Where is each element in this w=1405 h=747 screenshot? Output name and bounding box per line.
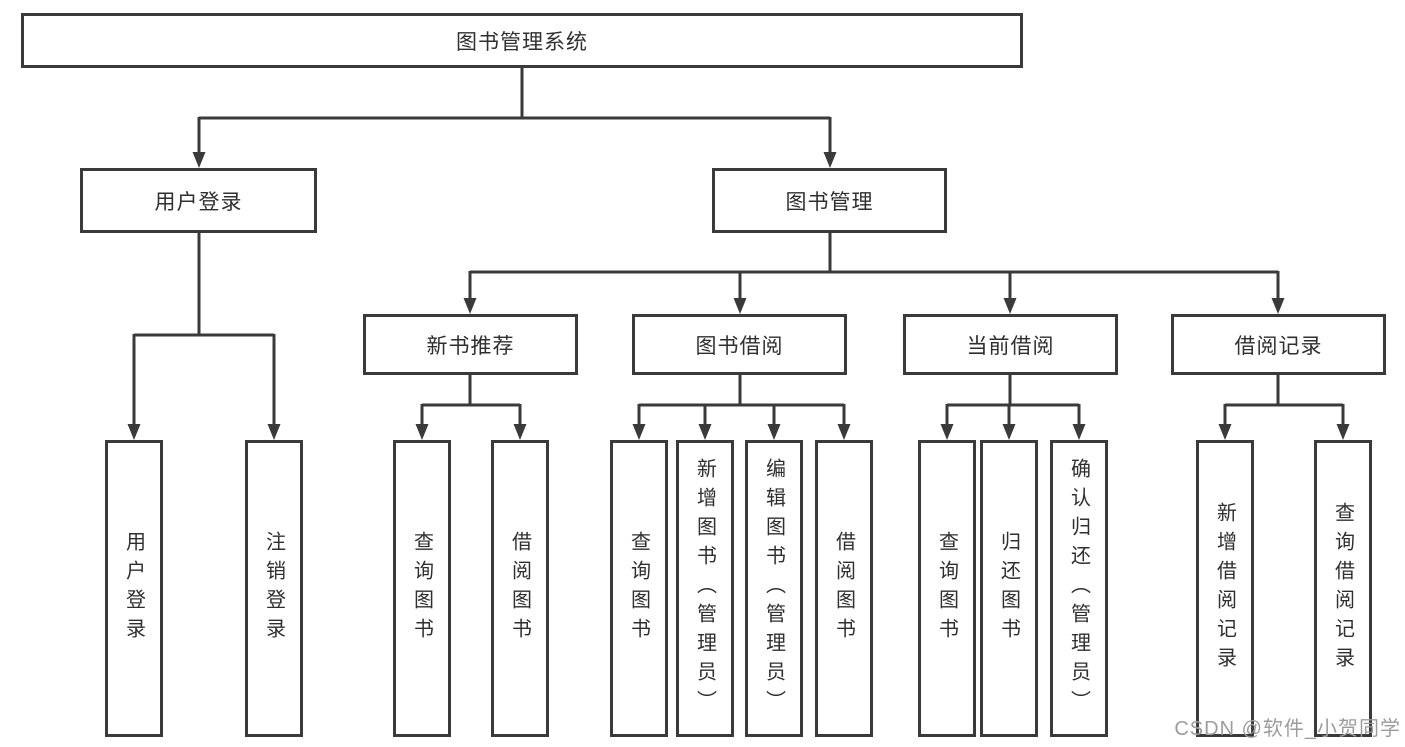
leaf-borrow-query-book: 查询图书 — [610, 440, 668, 737]
leaf-recommend-borrow-book: 借阅图书 — [491, 440, 549, 737]
leaf-confirm-return-admin: 确认归还（管理员） — [1050, 440, 1108, 737]
leaf-logout: 注销登录 — [245, 440, 303, 737]
leaf-add-borrow-record: 新增借阅记录 — [1196, 440, 1254, 737]
node-borrowing-records: 借阅记录 — [1171, 314, 1386, 375]
leaf-current-query-book: 查询图书 — [918, 440, 976, 737]
leaf-return-book: 归还图书 — [980, 440, 1038, 737]
node-user-login: 用户登录 — [80, 168, 317, 233]
node-book-borrowing: 图书借阅 — [632, 314, 847, 375]
node-new-book-recommend: 新书推荐 — [363, 314, 578, 375]
node-root: 图书管理系统 — [21, 13, 1023, 68]
node-book-management: 图书管理 — [712, 168, 947, 233]
leaf-recommend-query-book: 查询图书 — [393, 440, 451, 737]
leaf-edit-book-admin: 编辑图书（管理员） — [745, 440, 803, 737]
csdn-watermark: CSDN @软件_小贺同学 — [1174, 718, 1401, 740]
node-current-borrowing: 当前借阅 — [903, 314, 1118, 375]
leaf-add-book-admin: 新增图书（管理员） — [676, 440, 734, 737]
leaf-user-login: 用户登录 — [105, 440, 163, 737]
leaf-borrow-book: 借阅图书 — [815, 440, 873, 737]
leaf-query-borrow-record: 查询借阅记录 — [1314, 440, 1372, 737]
